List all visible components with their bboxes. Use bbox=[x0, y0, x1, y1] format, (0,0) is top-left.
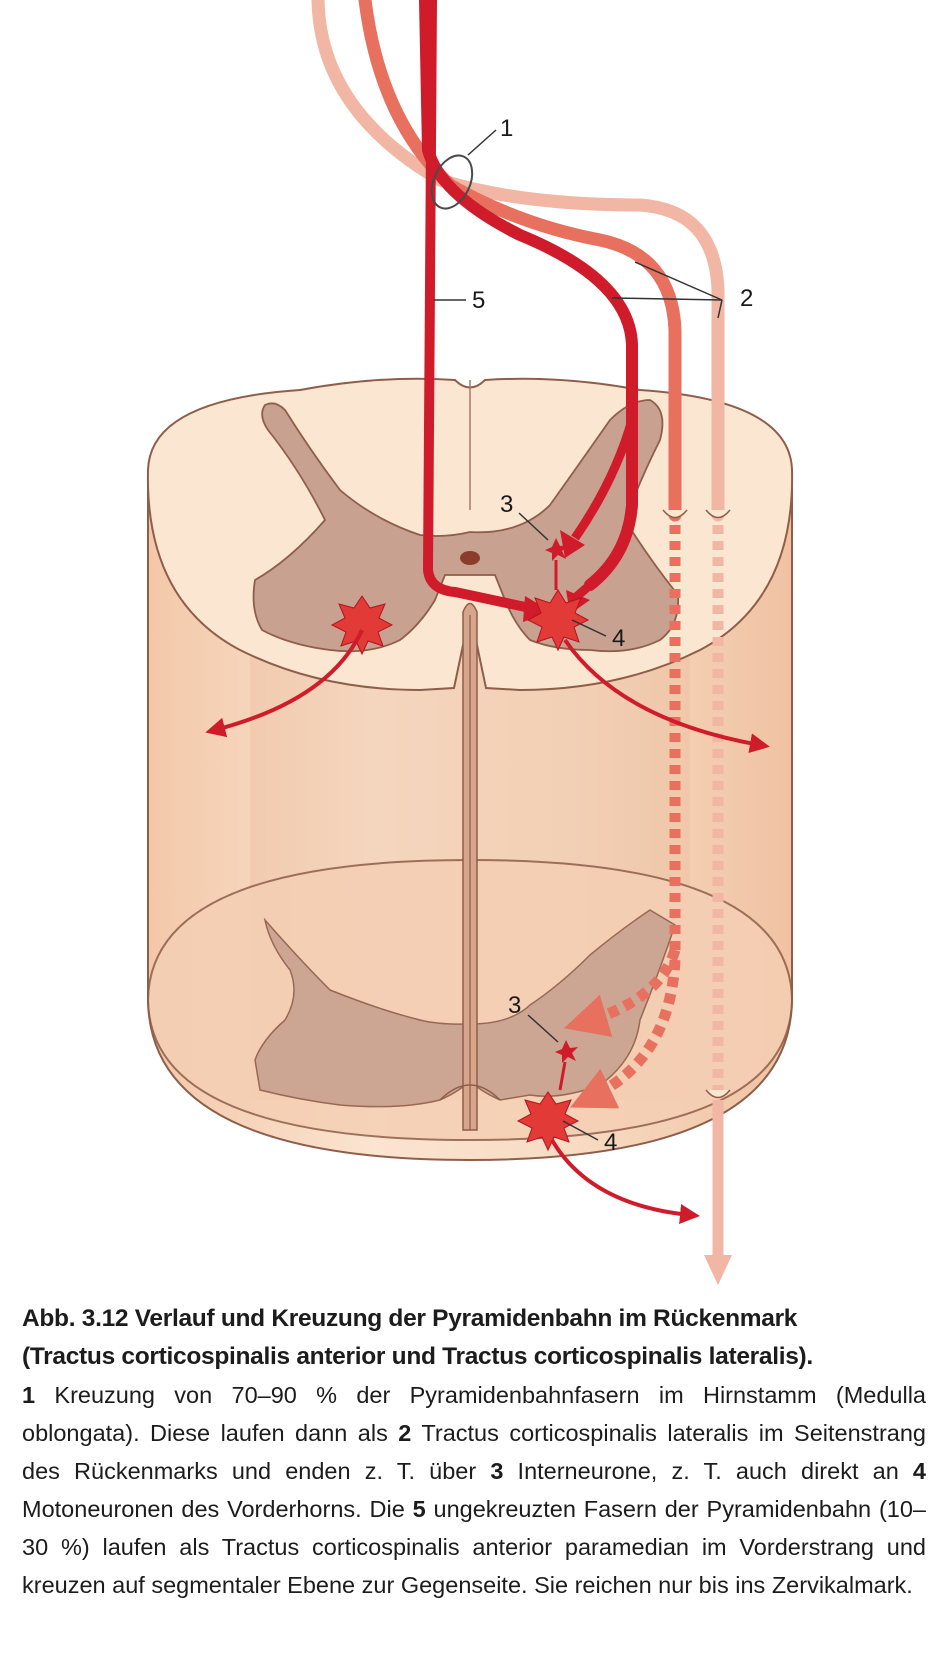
anterior-tract-arrowhead bbox=[523, 596, 552, 622]
lower-termination-lower bbox=[570, 959, 681, 1109]
lateral-fiber-dark bbox=[419, 0, 638, 591]
label-motoneuron-lower: 4 bbox=[604, 1129, 617, 1156]
motoneuron-upper bbox=[526, 589, 590, 652]
label-anterior-tract: 5 bbox=[472, 287, 485, 314]
arrowhead-interneuron bbox=[560, 530, 585, 558]
caption-text-4: Motoneuronen des Vorderhorns. Die bbox=[22, 1496, 413, 1522]
caption-text-3: Interneurone, z. T. auch direkt an bbox=[503, 1458, 913, 1484]
lateral-fiber-light bbox=[311, 0, 725, 522]
caption-text-1: Kreuzung von 70–90 % der Pyramidenbahnfa… bbox=[22, 1382, 926, 1446]
label-decussation: 1 bbox=[500, 115, 513, 142]
spinal-cord-segment bbox=[146, 377, 794, 1162]
caption-text-5: ungekreuzten Fasern der Pyramidenbahn (1… bbox=[22, 1496, 926, 1598]
caption-title: Abb. 3.12 Verlauf und Kreuzung der Pyram… bbox=[22, 1300, 926, 1376]
caption-text-2: Tractus corticospinalis lateralis im Sei… bbox=[22, 1420, 926, 1484]
caption-number-2: 2 bbox=[398, 1420, 412, 1446]
ventral-fissure-bottom bbox=[439, 1084, 501, 1101]
label-lateral-tract: 2 bbox=[740, 285, 753, 312]
interneuron-lower bbox=[555, 1040, 578, 1091]
label-motoneuron-upper: 4 bbox=[612, 625, 625, 652]
caption-number-1: 1 bbox=[22, 1382, 36, 1408]
central-canal bbox=[460, 551, 480, 565]
label-interneuron-lower: 3 bbox=[508, 992, 521, 1019]
upper-termination-to-interneuron bbox=[571, 418, 637, 541]
decussation-ring bbox=[430, 154, 474, 210]
label-interneuron-upper: 3 bbox=[500, 491, 513, 518]
exit-arrowhead bbox=[704, 1255, 732, 1285]
motoneuron-lower bbox=[516, 1091, 580, 1152]
caption-body: 1 Kreuzung von 70–90 % der Pyramidenbahn… bbox=[22, 1376, 926, 1604]
caption-number-3: 3 bbox=[490, 1458, 504, 1484]
caption-number-5: 5 bbox=[412, 1496, 426, 1522]
pyramidal-tract-diagram: 1 2 5 3 4 3 4 bbox=[146, 0, 794, 1285]
lower-termination-upper bbox=[563, 948, 681, 1037]
caption-title-line-1: Abb. 3.12 Verlauf und Kreuzung der Pyram… bbox=[22, 1305, 798, 1332]
efferent-axon-left bbox=[205, 629, 364, 738]
efferent-axon-right-lower bbox=[550, 1138, 700, 1224]
tract-opening-lower bbox=[705, 1089, 731, 1099]
caption-title-line-2: (Tractus corticospinalis anterior und Tr… bbox=[22, 1343, 813, 1370]
motoneuron-left bbox=[330, 595, 394, 656]
labels: 1 2 5 3 4 3 4 bbox=[434, 115, 753, 1156]
tract-opening-light bbox=[705, 509, 731, 519]
caption-number-4: 4 bbox=[912, 1458, 926, 1484]
figure-caption: Abb. 3.12 Verlauf und Kreuzung der Pyram… bbox=[22, 1300, 926, 1604]
top-grey-matter bbox=[252, 399, 680, 653]
tract-opening-medium bbox=[662, 509, 688, 519]
efferent-axon-right-upper bbox=[563, 638, 770, 754]
interneuron-upper bbox=[545, 538, 568, 590]
anterior-corticospinal-tract bbox=[422, 0, 535, 613]
